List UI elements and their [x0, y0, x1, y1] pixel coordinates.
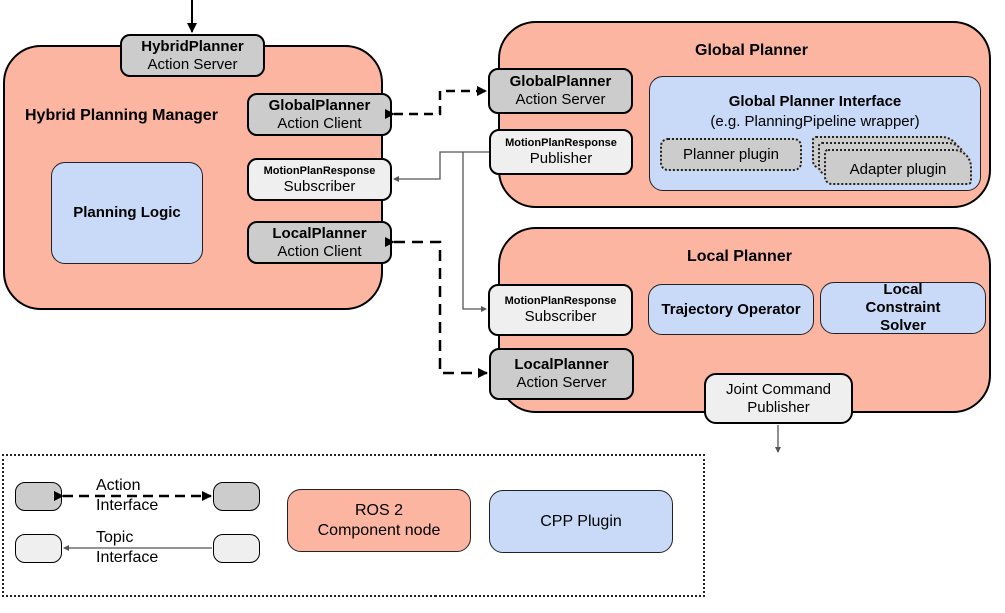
local-planner-title: Local Planner — [687, 248, 792, 265]
global-planner-action-server-role: Action Server — [515, 91, 606, 108]
local-planner-action-client-role: Action Client — [277, 242, 362, 260]
joint-command-publisher[interactable]: Joint Command Publisher — [704, 373, 853, 424]
planner-plugin[interactable]: Planner plugin — [660, 138, 802, 171]
local-planner-action-server-role: Action Server — [516, 374, 607, 391]
local-action-link — [385, 237, 488, 378]
planning-logic-plugin[interactable]: Planning Logic — [51, 162, 203, 264]
adapter-plugin-label: Adapter plugin — [849, 160, 947, 178]
legend-topic-box-right — [213, 534, 260, 563]
global-planner-action-client-name: GlobalPlanner — [268, 96, 371, 114]
motion-plan-response-publisher[interactable]: MotionPlanResponse Publisher — [489, 129, 633, 175]
legend-ros-node: ROS 2 Component node — [287, 489, 471, 552]
legend-action-line1: Action — [96, 477, 141, 494]
global-planner-action-server[interactable]: GlobalPlanner Action Server — [488, 68, 633, 114]
hybrid-planner-action-server-name: HybridPlanner — [141, 37, 244, 55]
global-planner-action-server-name: GlobalPlanner — [509, 73, 612, 90]
hpm-mpr-subscriber-name: MotionPlanResponse — [263, 164, 376, 177]
lp-motion-plan-response-subscriber[interactable]: MotionPlanResponse Subscriber — [488, 284, 633, 336]
legend-topic-label: Topic Interface — [96, 528, 158, 568]
legend-ros-node-line2: Component node — [317, 521, 441, 539]
legend-topic-box-left — [15, 534, 62, 563]
legend-action-label: Action Interface — [96, 476, 158, 516]
legend-topic-line2: Interface — [96, 549, 159, 566]
local-constraint-solver-label: Local Constraint Solver — [865, 281, 941, 334]
legend — [2, 454, 436, 597]
planner-plugin-label: Planner plugin — [683, 146, 779, 163]
topic-link-lp — [462, 152, 487, 312]
hybrid-planner-action-server[interactable]: HybridPlanner Action Server — [120, 34, 265, 77]
global-planner-interface-subtitle: (e.g. PlanningPipeline wrapper) — [710, 113, 920, 130]
global-action-link — [385, 86, 487, 119]
global-planner-interface-title: Global Planner Interface — [728, 93, 902, 110]
planning-logic-label: Planning Logic — [73, 204, 181, 221]
hpm-mpr-subscriber-role: Subscriber — [283, 177, 356, 195]
local-planner-action-server[interactable]: LocalPlanner Action Server — [489, 348, 634, 400]
local-planner-action-server-name: LocalPlanner — [514, 356, 609, 373]
mpr-publisher-name: MotionPlanResponse — [505, 137, 617, 149]
global-planner-action-client-role: Action Client — [277, 114, 362, 132]
lp-mpr-subscriber-name: MotionPlanResponse — [504, 295, 617, 307]
trajectory-operator-plugin[interactable]: Trajectory Operator — [648, 284, 814, 335]
legend-cpp-plugin: CPP Plugin — [489, 490, 673, 553]
adapter-plugin[interactable]: Adapter plugin — [824, 149, 972, 185]
local-constraint-solver-plugin[interactable]: Local Constraint Solver — [820, 281, 986, 334]
trajectory-operator-label: Trajectory Operator — [661, 300, 801, 318]
legend-action-box-right — [213, 482, 260, 511]
topic-link-hpm — [393, 151, 489, 182]
legend-action-box-left — [15, 482, 62, 511]
local-planner-action-client-name: LocalPlanner — [272, 224, 367, 242]
global-planner-title: Global Planner — [695, 42, 808, 59]
legend-ros-node-line1: ROS 2 — [354, 501, 403, 519]
hybrid-planning-manager-title: Hybrid Planning Manager — [25, 107, 218, 124]
hpm-motion-plan-response-subscriber[interactable]: MotionPlanResponse Subscriber — [247, 158, 392, 201]
joint-command-publisher-line2: Publisher — [747, 398, 810, 416]
legend-topic-line1: Topic — [96, 529, 134, 546]
global-planner-action-client[interactable]: GlobalPlanner Action Client — [247, 93, 392, 136]
legend-right — [430, 454, 705, 597]
legend-cpp-plugin-label: CPP Plugin — [540, 512, 622, 530]
legend-action-line2: Interface — [96, 497, 159, 514]
mpr-publisher-role: Publisher — [529, 150, 593, 167]
joint-command-publisher-line1: Joint Command — [725, 380, 832, 398]
hybrid-planner-action-server-role: Action Server — [147, 55, 238, 73]
lp-mpr-subscriber-role: Subscriber — [524, 308, 597, 325]
local-planner-action-client[interactable]: LocalPlanner Action Client — [247, 221, 392, 264]
